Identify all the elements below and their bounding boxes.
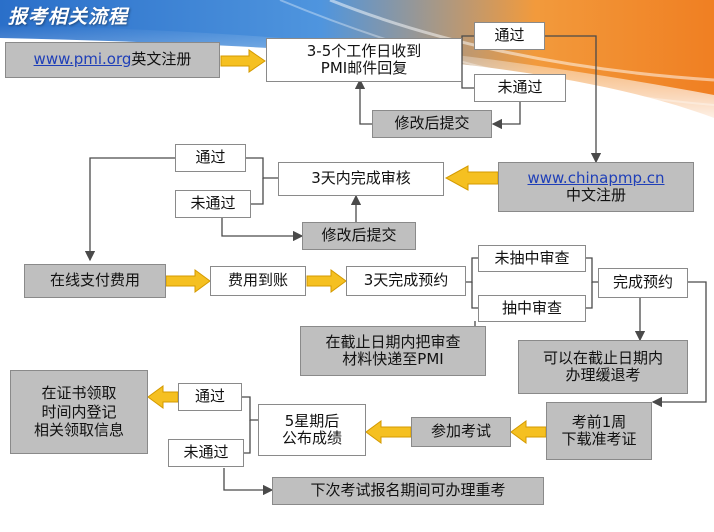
connector-notaudited-done <box>586 257 600 283</box>
take-exam-box: 参加考试 <box>411 417 511 447</box>
pmi-email-line1: 3-5个工作日收到 <box>306 41 422 60</box>
connector-resubmit1-email <box>354 78 372 125</box>
resubmit-box-2: 修改后提交 <box>302 222 416 250</box>
pass-box-3: 通过 <box>178 383 242 411</box>
retake-box: 下次考试报名期间可办理重考 <box>272 477 544 505</box>
pass-box-1: 通过 <box>474 22 545 50</box>
page-title: 报考相关流程 <box>8 6 129 28</box>
fee-received-box: 费用到账 <box>210 266 306 296</box>
not-audited-box: 未抽中审查 <box>478 245 586 272</box>
block-arrow-7 <box>147 385 179 409</box>
review-box: 3天内完成审核 <box>278 162 444 196</box>
audited-box: 抽中审查 <box>478 295 586 322</box>
connector-done-ticket <box>651 281 707 408</box>
download-ticket-line2: 下载准考证 <box>561 430 637 448</box>
results-box: 5星期后 公布成绩 <box>258 404 366 456</box>
connector-pass2-pay <box>84 157 175 262</box>
defer-box: 可以在截止日期内 办理缓退考 <box>518 340 688 394</box>
connector-results-pass <box>242 396 258 421</box>
connector-pass1-cn <box>545 35 602 164</box>
chinapmp-link[interactable]: www.chinapmp.cn <box>527 168 665 187</box>
pmi-email-box: 3-5个工作日收到 PMI邮件回复 <box>266 38 462 82</box>
download-ticket-box: 考前1周 下载准考证 <box>546 402 652 460</box>
results-line1: 5星期后 <box>284 411 340 430</box>
certificate-line1: 在证书领取 <box>41 383 117 402</box>
connector-fail3-retake <box>223 468 274 496</box>
mail-materials-box: 在截止日期内把审查 材料快递至PMI <box>300 326 486 376</box>
block-arrow-1 <box>220 49 266 73</box>
defer-line2: 办理缓退考 <box>565 366 641 384</box>
cn-register-box: www.chinapmp.cn 中文注册 <box>498 162 694 212</box>
connector-fail1-resubmit1 <box>491 102 521 130</box>
reserve-box: 3天完成预约 <box>346 266 466 296</box>
connector-fail2-resubmit2 <box>221 218 304 242</box>
reserve-done-box: 完成预约 <box>598 268 688 298</box>
pay-online-box: 在线支付费用 <box>24 264 166 298</box>
certificate-box: 在证书领取 时间内登记 相关领取信息 <box>10 370 148 454</box>
pmi-email-line2: PMI邮件回复 <box>320 59 408 77</box>
block-arrow-2 <box>444 165 499 191</box>
block-arrow-5 <box>510 420 547 444</box>
certificate-line2: 时间内登记 <box>41 402 117 421</box>
mail-materials-line1: 在截止日期内把审查 <box>325 332 461 351</box>
fail-box-2: 未通过 <box>175 190 251 218</box>
connector-review-pass <box>246 157 278 179</box>
pmi-link[interactable]: www.pmi.org <box>33 50 132 69</box>
block-arrow-4 <box>306 269 347 293</box>
block-arrow-6 <box>365 420 412 444</box>
cn-register-label: 中文注册 <box>565 186 626 204</box>
resubmit-box-1: 修改后提交 <box>372 110 492 138</box>
connector-email-pass <box>461 35 474 60</box>
pmi-register-label: 英文注册 <box>131 50 192 69</box>
certificate-line3: 相关领取信息 <box>33 421 124 440</box>
download-ticket-line1: 考前1周 <box>571 412 627 431</box>
mail-materials-line2: 材料快递至PMI <box>342 350 444 368</box>
connector-audited-done <box>586 282 593 309</box>
results-line2: 公布成绩 <box>281 429 342 447</box>
connector-email-fail <box>461 60 474 89</box>
defer-line1: 可以在截止日期内 <box>542 348 663 367</box>
connector-results-fail <box>244 420 251 454</box>
fail-box-1: 未通过 <box>474 74 566 102</box>
fail-box-3: 未通过 <box>168 439 244 467</box>
connector-review-fail <box>251 178 264 205</box>
connector-reserve-notaudited <box>466 257 478 283</box>
block-arrow-3 <box>165 269 211 293</box>
pass-box-2: 通过 <box>175 144 246 172</box>
connector-reserve-audited <box>471 282 478 309</box>
